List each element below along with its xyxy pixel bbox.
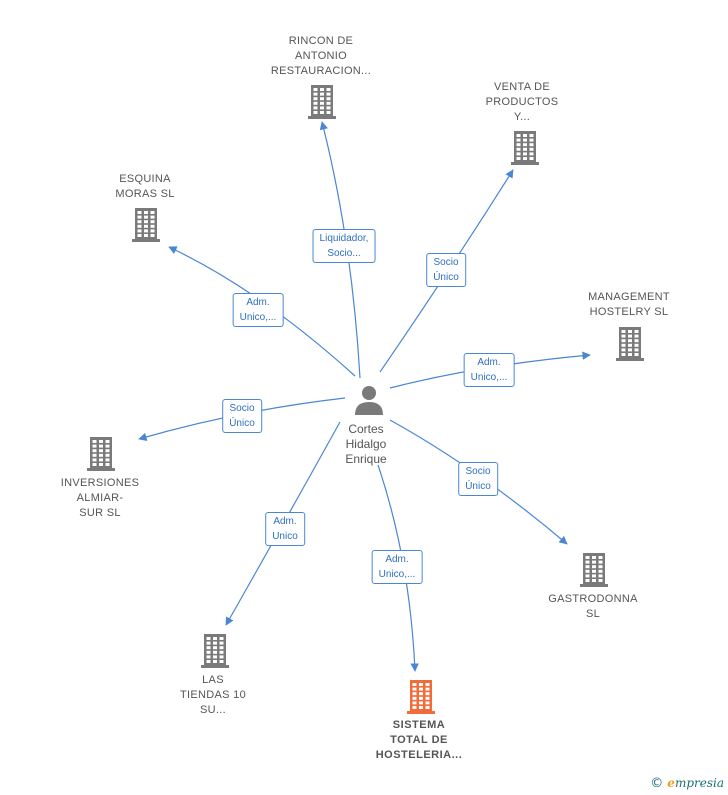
company-label-inversiones-line: SUR SL bbox=[79, 507, 121, 519]
person-label-line: Cortes bbox=[348, 422, 384, 436]
company-label-gastrodonna-line: GASTRODONNA bbox=[548, 593, 638, 605]
brand-name: mpresia bbox=[674, 776, 724, 790]
company-label-inversiones-line: INVERSIONES bbox=[60, 477, 140, 489]
company-label-rincon-line: RESTAURACION... bbox=[270, 65, 372, 77]
person-icon[interactable] bbox=[355, 386, 383, 415]
company-label-sistema: SISTEMA TOTAL DE HOSTELERIA... bbox=[376, 718, 463, 763]
edge-label-line: Adm. bbox=[385, 554, 409, 565]
company-label-inversiones: INVERSIONES ALMIAR- SUR SL bbox=[61, 476, 140, 521]
company-label-esquina-line: MORAS SL bbox=[115, 188, 175, 200]
edge-label-line: Socio bbox=[229, 403, 255, 414]
edge-label-line: Unico,... bbox=[239, 312, 277, 323]
company-label-rincon-line: ANTONIO bbox=[294, 50, 348, 62]
company-label-tiendas-line: SU... bbox=[200, 704, 226, 716]
copyright-symbol: © bbox=[650, 776, 664, 791]
company-label-venta-line: VENTA DE bbox=[493, 81, 550, 93]
edge-label-sistema[interactable]: Adm. Unico,... bbox=[371, 550, 423, 584]
person-label-line: Hidalgo bbox=[345, 437, 387, 451]
company-label-management-line: HOSTELRY SL bbox=[589, 306, 669, 318]
company-label-sistema-line: TOTAL DE bbox=[390, 734, 448, 746]
edge-label-line: Adm. bbox=[273, 516, 297, 527]
edge-label-line: Adm. bbox=[246, 297, 270, 308]
edge-label-line: Unico,... bbox=[378, 569, 416, 580]
building-icon-management[interactable] bbox=[616, 327, 644, 361]
edge-label-line: Socio bbox=[465, 466, 491, 477]
edge-label-line: Socio... bbox=[327, 248, 361, 259]
edge-label-line: Único bbox=[433, 272, 459, 283]
edge-label-line: Socio bbox=[433, 257, 459, 268]
edge-label-management[interactable]: Adm. Unico,... bbox=[463, 353, 515, 387]
company-label-sistema-line: SISTEMA bbox=[392, 719, 446, 731]
company-label-tiendas-line: LAS bbox=[202, 674, 224, 686]
company-label-tiendas-line: TIENDAS 10 bbox=[180, 689, 246, 701]
company-label-sistema-line: HOSTELERIA... bbox=[375, 749, 463, 761]
company-label-rincon: RINCON DE ANTONIO RESTAURACION... bbox=[271, 34, 371, 79]
company-label-tiendas: LAS TIENDAS 10 SU... bbox=[180, 673, 246, 718]
building-icon-sistema[interactable] bbox=[407, 680, 435, 714]
company-label-esquina: ESQUINA MORAS SL bbox=[115, 172, 174, 202]
edge-label-line: Unico bbox=[272, 531, 298, 542]
edge-label-line: Único bbox=[229, 418, 255, 429]
company-label-management: MANAGEMENT HOSTELRY SL bbox=[588, 290, 670, 320]
edge-label-tiendas[interactable]: Adm. Unico bbox=[265, 512, 305, 546]
building-icon-rincon[interactable] bbox=[308, 85, 336, 119]
company-label-venta-line: Y... bbox=[513, 111, 531, 123]
edge-label-line: Liquidador, bbox=[319, 233, 369, 244]
brand-initial: e bbox=[667, 776, 675, 790]
building-icon-inversiones[interactable] bbox=[87, 437, 115, 471]
edge-label-line: Único bbox=[465, 481, 491, 492]
person-label-line: Enrique bbox=[345, 452, 387, 466]
company-label-gastrodonna: GASTRODONNA SL bbox=[548, 592, 637, 622]
company-label-rincon-line: RINCON DE bbox=[288, 35, 354, 47]
edge-label-line: Adm. bbox=[477, 357, 501, 368]
building-icon-gastrodonna[interactable] bbox=[580, 553, 608, 587]
edge-label-line: Unico,... bbox=[470, 372, 508, 383]
company-label-venta: VENTA DE PRODUCTOS Y... bbox=[486, 80, 559, 125]
company-label-venta-line: PRODUCTOS bbox=[485, 96, 559, 108]
building-icon-venta[interactable] bbox=[511, 131, 539, 165]
brand-watermark: ©empresia bbox=[650, 776, 724, 791]
building-icon-tiendas[interactable] bbox=[201, 634, 229, 668]
edge-label-rincon[interactable]: Liquidador, Socio... bbox=[312, 229, 376, 263]
icons-layer bbox=[87, 85, 644, 714]
company-label-management-line: MANAGEMENT bbox=[588, 291, 670, 303]
company-label-inversiones-line: ALMIAR- bbox=[76, 492, 124, 504]
building-icon-esquina[interactable] bbox=[132, 208, 160, 242]
company-label-esquina-line: ESQUINA bbox=[119, 173, 171, 185]
edge-label-esquina[interactable]: Adm. Unico,... bbox=[232, 293, 284, 327]
company-label-gastrodonna-line: SL bbox=[585, 608, 601, 620]
